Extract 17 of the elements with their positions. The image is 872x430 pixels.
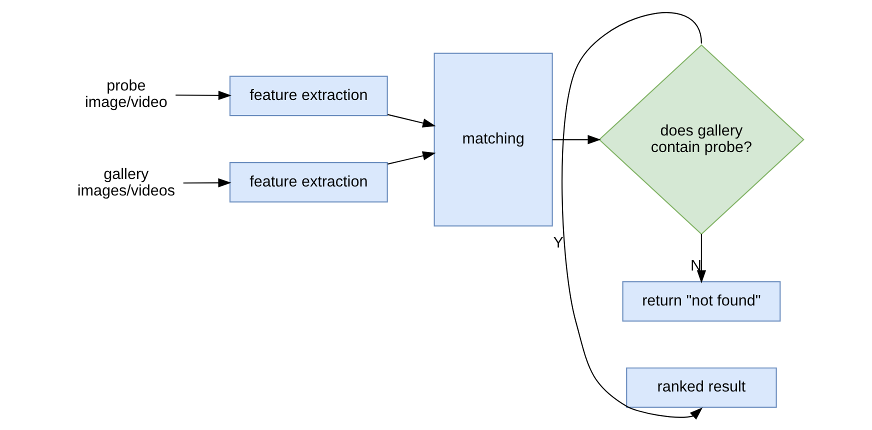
arrow (561, 12, 702, 420)
arrow (175, 90, 232, 100)
node-diamond: does gallery contain probe? (598, 44, 804, 235)
node-text: probe image/video (84, 78, 167, 112)
node-text: gallery images/videos (76, 166, 175, 200)
node-box: feature extraction (228, 162, 388, 202)
arrow (696, 234, 706, 284)
arrow (387, 151, 436, 165)
arrow (387, 114, 436, 128)
edge-label: Y (552, 234, 563, 252)
node-box: ranked result (626, 367, 776, 408)
arrow (552, 135, 600, 144)
node-box: feature extraction (228, 76, 388, 116)
node-box: matching (433, 52, 552, 227)
node-box: return "not found" (622, 281, 780, 322)
edge-label: N (690, 258, 702, 275)
arrow (182, 178, 231, 188)
